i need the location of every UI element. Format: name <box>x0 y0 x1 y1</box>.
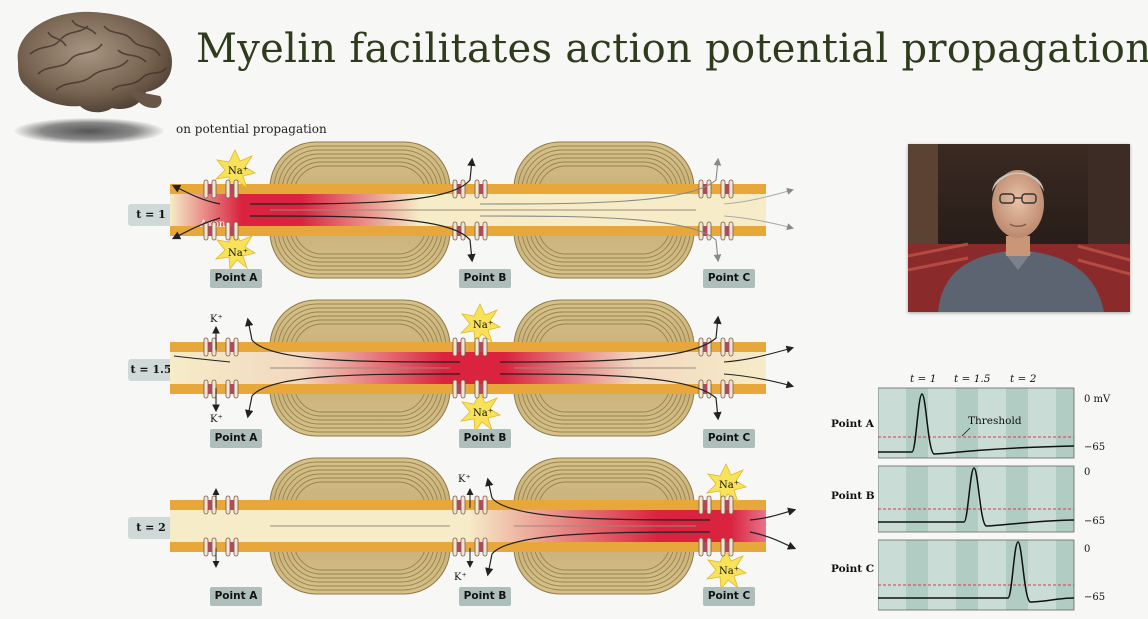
row-t2: Na⁺ Na⁺ K⁺ K⁺ <box>170 457 797 595</box>
point-b-label: Point B <box>459 269 511 288</box>
trace-time-tick: t = 1.5 <box>954 373 991 385</box>
k-label: K⁺ <box>454 572 467 583</box>
na-label: Na⁺ <box>228 166 248 177</box>
na-label: Na⁺ <box>473 320 493 331</box>
k-label: K⁺ <box>458 474 471 485</box>
point-c-label: Point C <box>703 269 755 288</box>
na-label: Na⁺ <box>228 248 248 259</box>
k-label: K⁺ <box>210 314 223 325</box>
trace-resting-label: −65 <box>1084 442 1106 453</box>
row-t1: Na⁺ Na⁺ Axon <box>170 141 794 279</box>
time-label-t1: t = 1 <box>128 204 174 226</box>
trace-resting-label: −65 <box>1084 516 1106 527</box>
time-label-t2: t = 2 <box>128 517 174 539</box>
presenter-video <box>908 144 1130 312</box>
row-t15: Na⁺ Na⁺ K⁺ K⁺ <box>170 299 795 437</box>
na-label: Na⁺ <box>473 408 493 419</box>
na-label: Na⁺ <box>719 566 739 577</box>
brain-shadow <box>14 118 164 144</box>
slide-title: Myelin facilitates action potential prop… <box>196 26 1148 72</box>
trace-zero-label: 0 <box>1084 467 1091 478</box>
point-b-label: Point B <box>459 587 511 606</box>
trace-zero-label: 0 mV <box>1084 394 1111 405</box>
trace-panel-c <box>878 539 1075 611</box>
time-label-t15: t = 1.5 <box>128 359 174 381</box>
trace-time-tick: t = 2 <box>1010 373 1037 385</box>
axon-diagram: Na⁺ Na⁺ Axon <box>170 141 797 595</box>
membrane-potential-traces <box>878 387 1075 611</box>
brain-image <box>17 11 172 113</box>
point-c-label: Point C <box>703 429 755 448</box>
trace-panel-a <box>878 387 1075 459</box>
point-a-label: Point A <box>210 269 262 288</box>
trace-row-label-a: Point A <box>831 418 874 430</box>
point-b-label: Point B <box>459 429 511 448</box>
trace-row-label-c: Point C <box>831 563 875 575</box>
na-label: Na⁺ <box>719 480 739 491</box>
point-a-label: Point A <box>210 429 262 448</box>
figure-caption-fragment: on potential propagation <box>176 122 327 136</box>
trace-panel-b <box>878 465 1075 533</box>
threshold-label: Threshold <box>968 415 1022 427</box>
k-label: K⁺ <box>210 414 223 425</box>
presenter-image <box>908 144 1130 312</box>
trace-row-label-b: Point B <box>831 490 875 502</box>
point-c-label: Point C <box>703 587 755 606</box>
trace-zero-label: 0 <box>1084 544 1091 555</box>
trace-resting-label: −65 <box>1084 592 1106 603</box>
point-a-label: Point A <box>210 587 262 606</box>
trace-time-tick: t = 1 <box>910 373 937 385</box>
